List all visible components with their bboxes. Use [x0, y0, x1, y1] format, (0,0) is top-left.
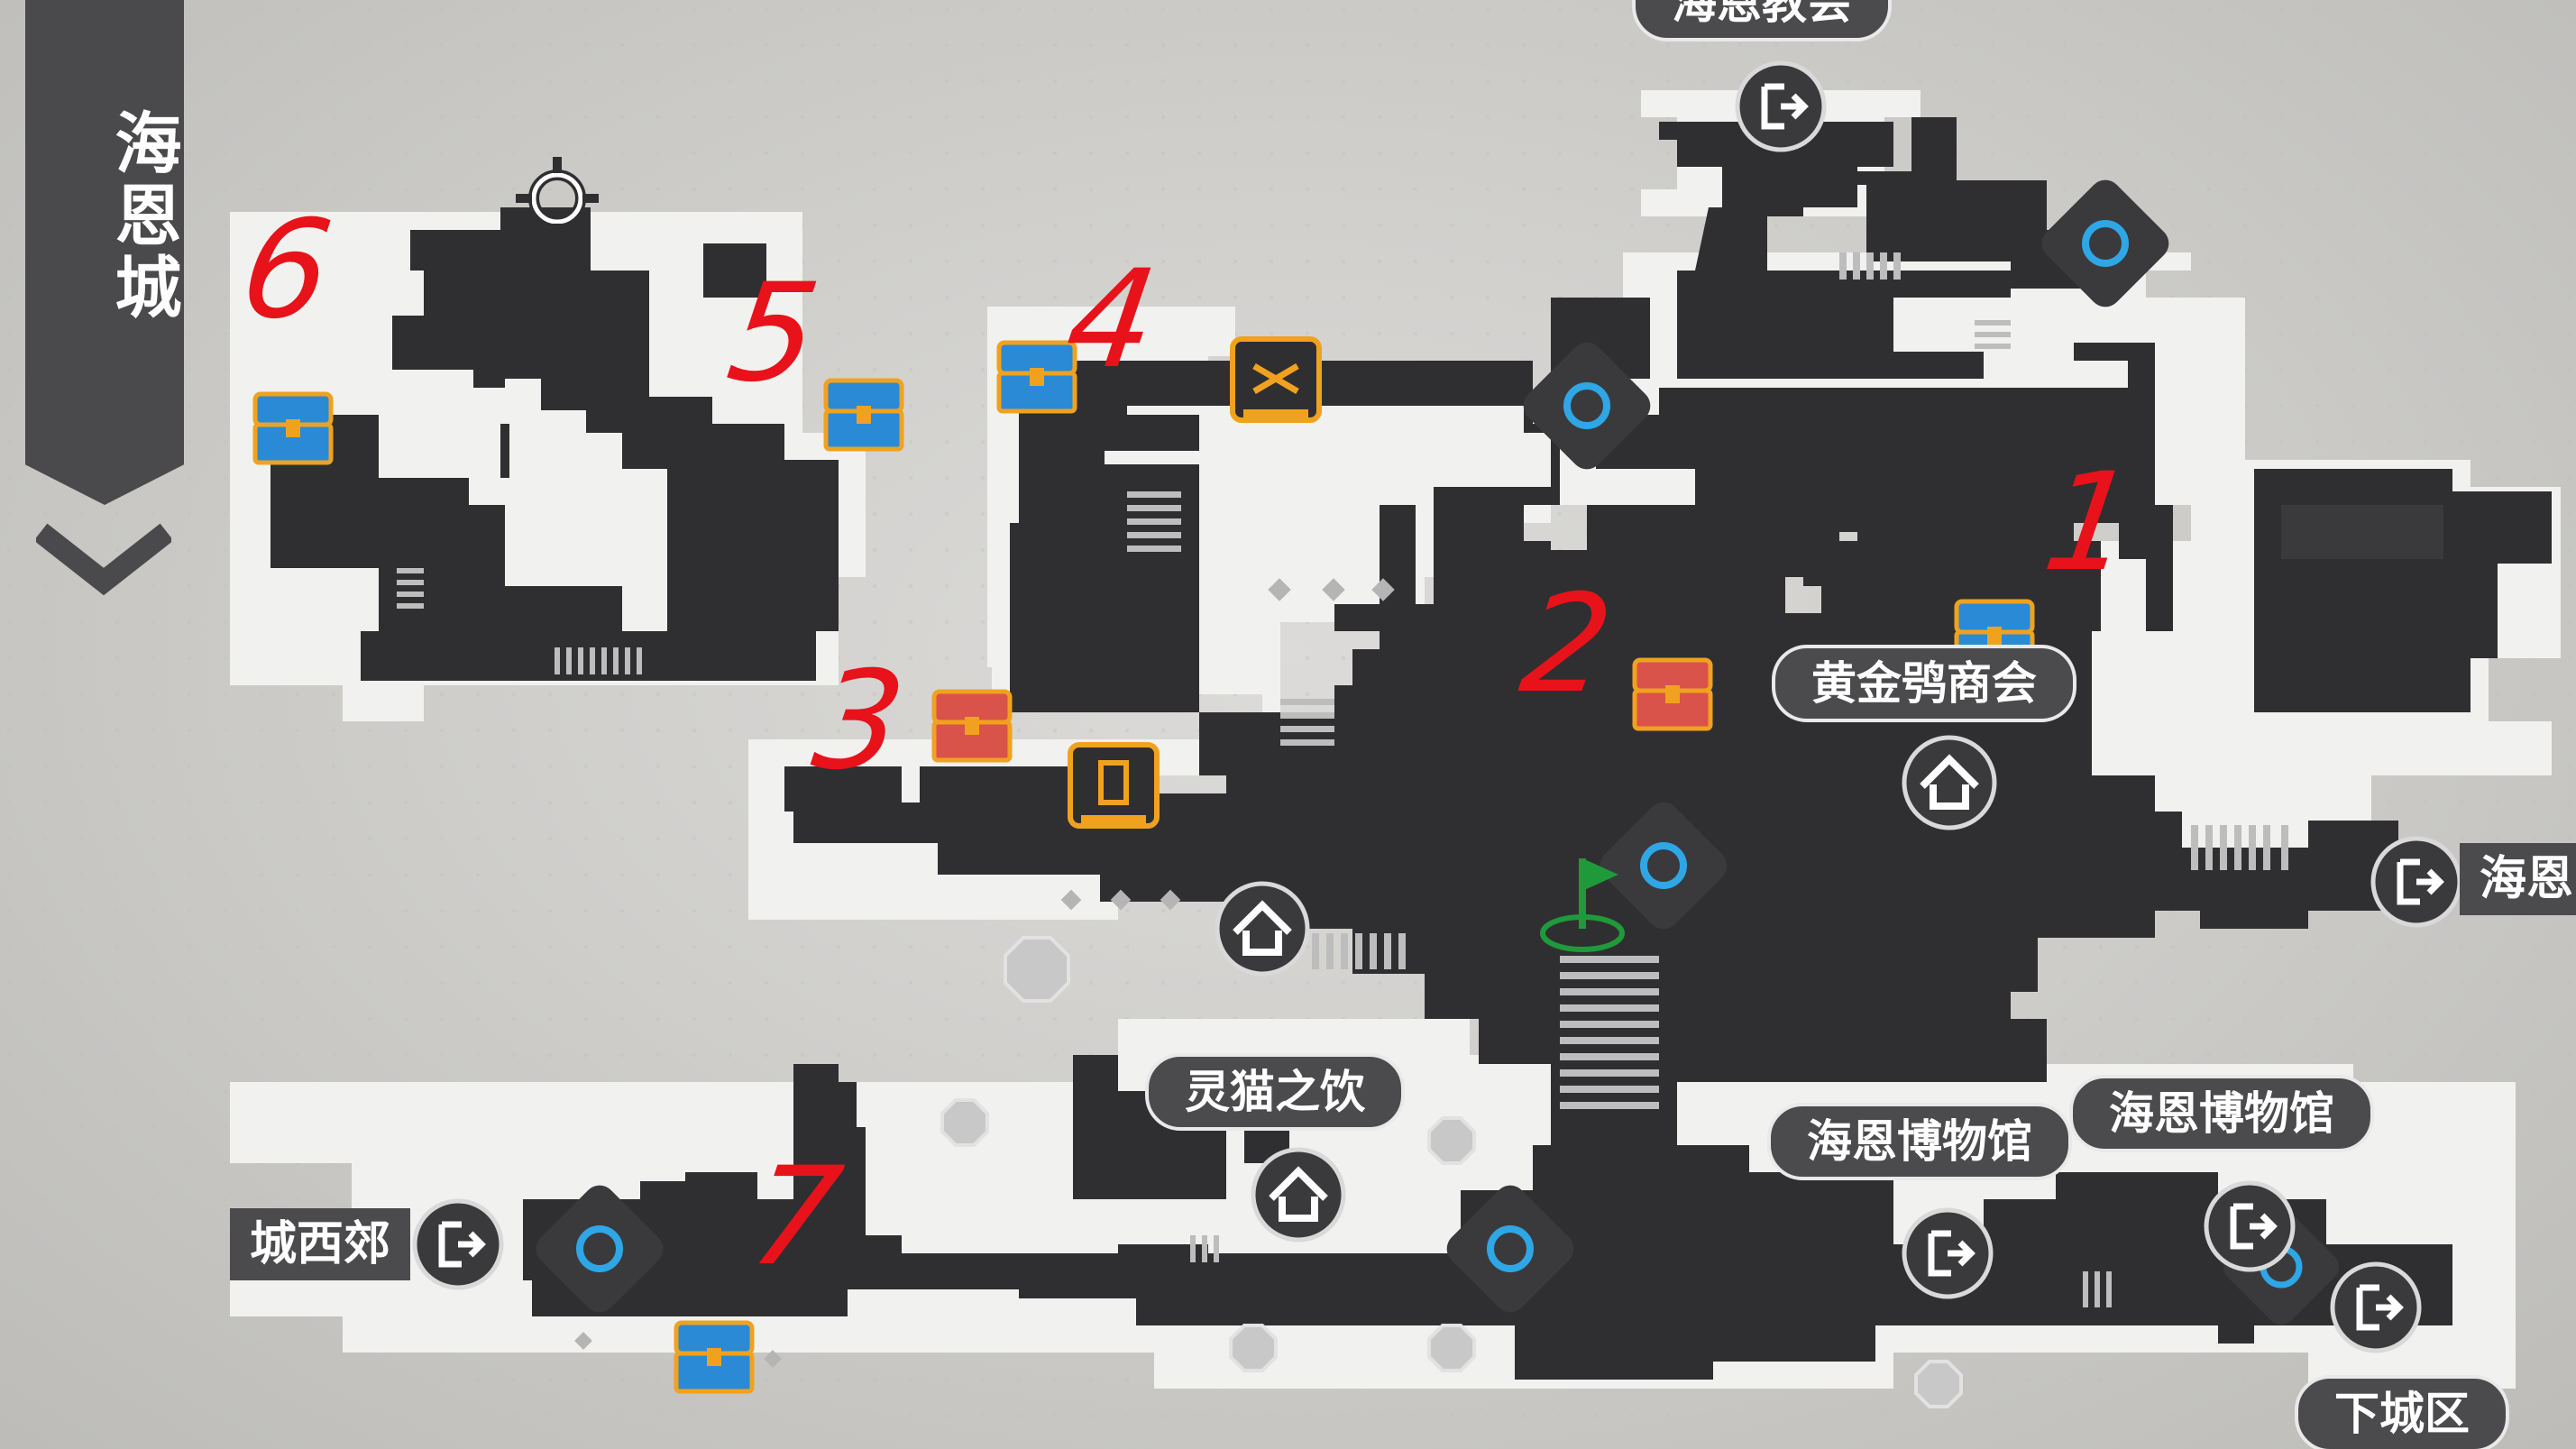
quest-scroll-icon[interactable] [1068, 742, 1160, 829]
teleport-waypoint-icon[interactable] [1517, 335, 1657, 476]
house-icon[interactable] [1251, 1147, 1346, 1243]
label-right-exit[interactable]: 海恩 [2460, 843, 2576, 915]
teleport-waypoint-icon[interactable] [1593, 795, 1734, 936]
exit-door-icon[interactable] [2204, 1180, 2296, 1272]
exit-door-icon[interactable] [1735, 60, 1827, 152]
treasure-chest-icon[interactable] [996, 340, 1077, 414]
exit-door-icon[interactable] [2330, 1261, 2422, 1353]
quest-scroll-icon[interactable] [1230, 336, 1322, 423]
chevron-down-icon[interactable] [36, 523, 171, 604]
region-banner [25, 0, 184, 505]
treasure-chest-icon[interactable] [823, 378, 904, 452]
label-lower-district[interactable]: 下城区 [2295, 1375, 2509, 1449]
house-icon[interactable] [1902, 735, 1997, 830]
label-museum-left[interactable]: 海恩博物馆 [1767, 1103, 2072, 1180]
exit-door-icon[interactable] [1902, 1207, 1994, 1299]
label-museum-right[interactable]: 海恩博物馆 [2069, 1075, 2374, 1152]
teleport-waypoint-icon[interactable] [1440, 1178, 1581, 1319]
exit-door-icon[interactable] [2370, 836, 2462, 928]
player-flag-icon[interactable] [1540, 858, 1625, 952]
region-title: 海恩城 [104, 108, 181, 325]
house-icon[interactable] [1215, 881, 1310, 977]
teleport-waypoint-icon[interactable] [2035, 173, 2176, 314]
label-west-suburb[interactable]: 城西郊 [230, 1208, 411, 1280]
treasure-chest-icon[interactable] [1632, 657, 1713, 731]
exit-door-icon[interactable] [412, 1198, 504, 1290]
label-golden-merchant[interactable]: 黄金鸮商会 [1772, 645, 2076, 722]
treasure-chest-icon[interactable] [931, 689, 1013, 763]
stairs [397, 252, 2288, 1307]
crosshair-target-icon[interactable] [516, 157, 599, 240]
teleport-waypoint-icon[interactable] [529, 1178, 670, 1319]
label-spirit-cat[interactable]: 灵猫之饮 [1145, 1053, 1405, 1131]
label-top-exit[interactable]: 海恩教会 [1632, 0, 1892, 41]
treasure-chest-icon[interactable] [252, 391, 334, 465]
decor-octagons [940, 936, 1963, 1408]
treasure-chest-icon[interactable] [674, 1320, 755, 1394]
